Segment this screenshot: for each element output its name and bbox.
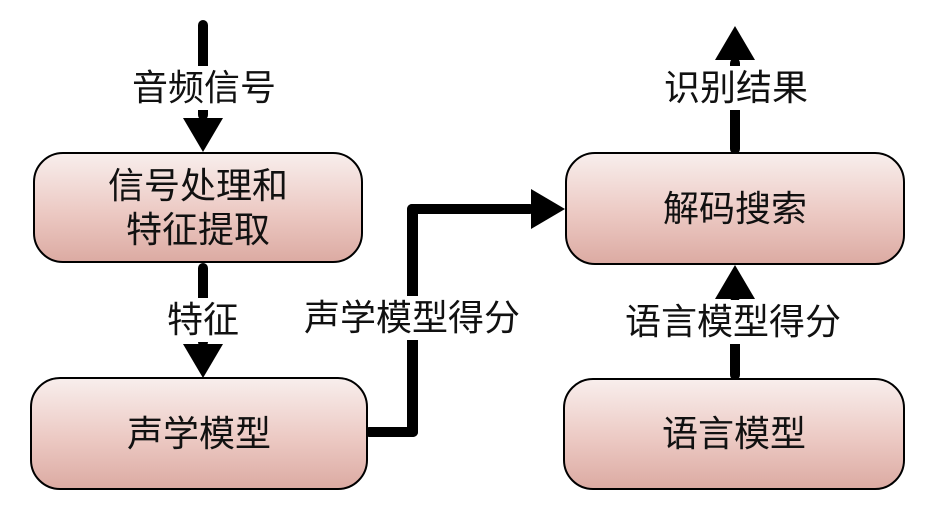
- arrowhead-up-icon: [715, 265, 755, 299]
- node-acoustic-model-label: 声学模型: [126, 412, 271, 454]
- node-language-model-label: 语言模型: [661, 413, 806, 454]
- node-signal-processing: 信号处理和 特征提取: [33, 152, 363, 263]
- edge-label-acoustic-score: 声学模型得分: [298, 296, 526, 340]
- arrowhead-down-icon: [183, 344, 223, 378]
- node-acoustic-model: 声学模型: [30, 377, 368, 490]
- acoustic-score-line-top: [407, 204, 535, 214]
- edge-label-recognition-result: 识别结果: [658, 66, 814, 110]
- arrowhead-right-icon: [531, 189, 565, 229]
- edge-label-language-score: 语言模型得分: [619, 300, 847, 344]
- arrowhead-up-icon: [715, 26, 755, 60]
- node-signal-processing-label-line2: 特征提取: [125, 208, 270, 250]
- edge-label-feature: 特征: [161, 298, 245, 342]
- node-language-model: 语言模型: [563, 378, 905, 490]
- node-decode-search: 解码搜索: [565, 152, 905, 265]
- acoustic-score-line-bottom: [364, 427, 418, 437]
- node-decode-search-label: 解码搜索: [662, 187, 807, 229]
- arrowhead-down-icon: [183, 118, 223, 152]
- edge-label-audio-signal: 音频信号: [126, 66, 282, 110]
- node-signal-processing-label-line1: 信号处理和: [107, 164, 288, 206]
